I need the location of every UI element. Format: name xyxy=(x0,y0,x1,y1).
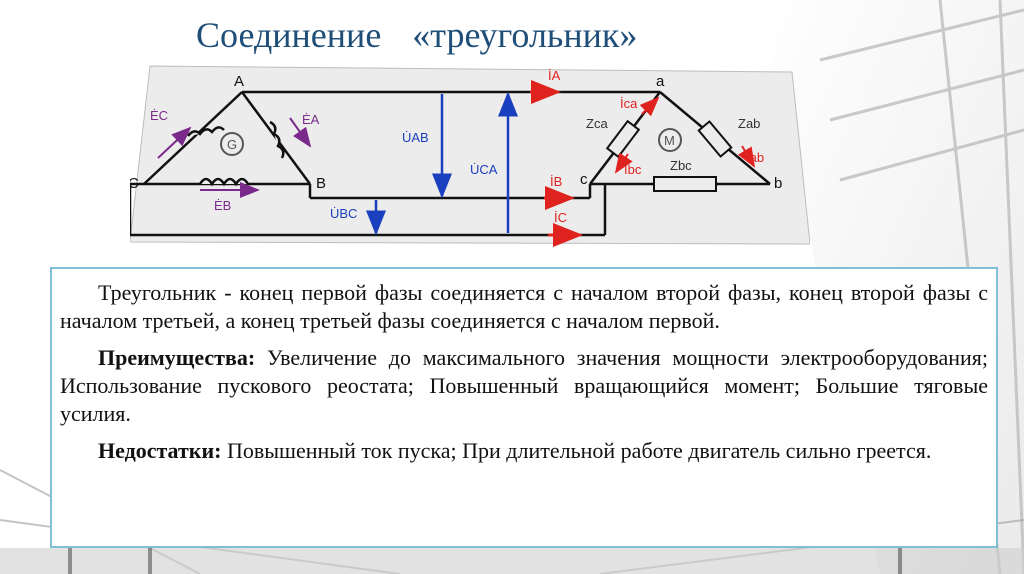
node-c-load: c xyxy=(580,171,588,188)
emf-c-label: ĖC xyxy=(150,108,168,123)
node-b-load: b xyxy=(774,175,782,192)
disadvantages-paragraph: Недостатки: Повышенный ток пуска; При дл… xyxy=(60,437,988,465)
generator-circle xyxy=(220,132,244,156)
disadvantages-heading: Недостатки: xyxy=(98,438,222,463)
current-ab-arrow xyxy=(737,145,756,168)
generator-label: G xyxy=(227,137,237,152)
impedance-zbc-label: Zbc xyxy=(670,158,692,173)
advantages-heading: Преимущества: xyxy=(98,345,256,370)
definition-paragraph: Треугольник - конец первой фазы соединяе… xyxy=(60,280,988,333)
voltage-bc-label: U̇BC xyxy=(330,206,357,221)
slide-title: Соединение «треугольник» xyxy=(196,15,638,55)
node-c-gen: C xyxy=(130,175,139,192)
emf-a-label: ĖA xyxy=(302,112,320,127)
emf-a-arrow xyxy=(289,117,312,148)
disadvantages-text: Повышенный ток пуска; При длительной раб… xyxy=(221,438,932,463)
current-ca-label: İca xyxy=(620,96,638,111)
impedance-zbc xyxy=(653,176,717,192)
current-a-label: İA xyxy=(548,68,561,83)
impedance-zca xyxy=(605,119,641,159)
motor-circle xyxy=(658,128,682,152)
emf-b-label: ĖB xyxy=(214,198,231,213)
impedance-zab-label: Zab xyxy=(738,116,760,131)
advantages-paragraph: Преимущества: Увеличение до максимальног… xyxy=(60,344,988,428)
coil-ca xyxy=(187,126,225,137)
coil-ab xyxy=(269,120,285,159)
emf-c-arrow xyxy=(157,126,192,159)
node-b-gen: B xyxy=(316,175,326,192)
current-bc-arrow xyxy=(614,152,633,174)
impedance-zab xyxy=(697,120,733,158)
voltage-ca-label: U̇CA xyxy=(470,162,498,177)
current-bc-label: İbc xyxy=(624,162,642,177)
advantages-text: Увеличение до максимального значения мощ… xyxy=(60,345,988,426)
motor-label: M xyxy=(664,133,675,148)
voltage-ab-label: U̇AB xyxy=(402,130,429,145)
description-box: Треугольник - конец первой фазы соединяе… xyxy=(50,267,998,548)
current-c-label: İC xyxy=(554,210,567,225)
node-a-gen: A xyxy=(234,73,244,90)
impedance-zca-label: Zca xyxy=(586,116,608,131)
current-b-label: İB xyxy=(550,174,562,189)
delta-connection-diagram: G M A B C a b c ĖC ĖA ĖB U̇AB U̇BC U̇CA … xyxy=(130,65,810,247)
current-ca-arrow xyxy=(639,96,660,117)
current-ab-label: İab xyxy=(746,150,764,165)
node-a-load: a xyxy=(656,73,665,90)
